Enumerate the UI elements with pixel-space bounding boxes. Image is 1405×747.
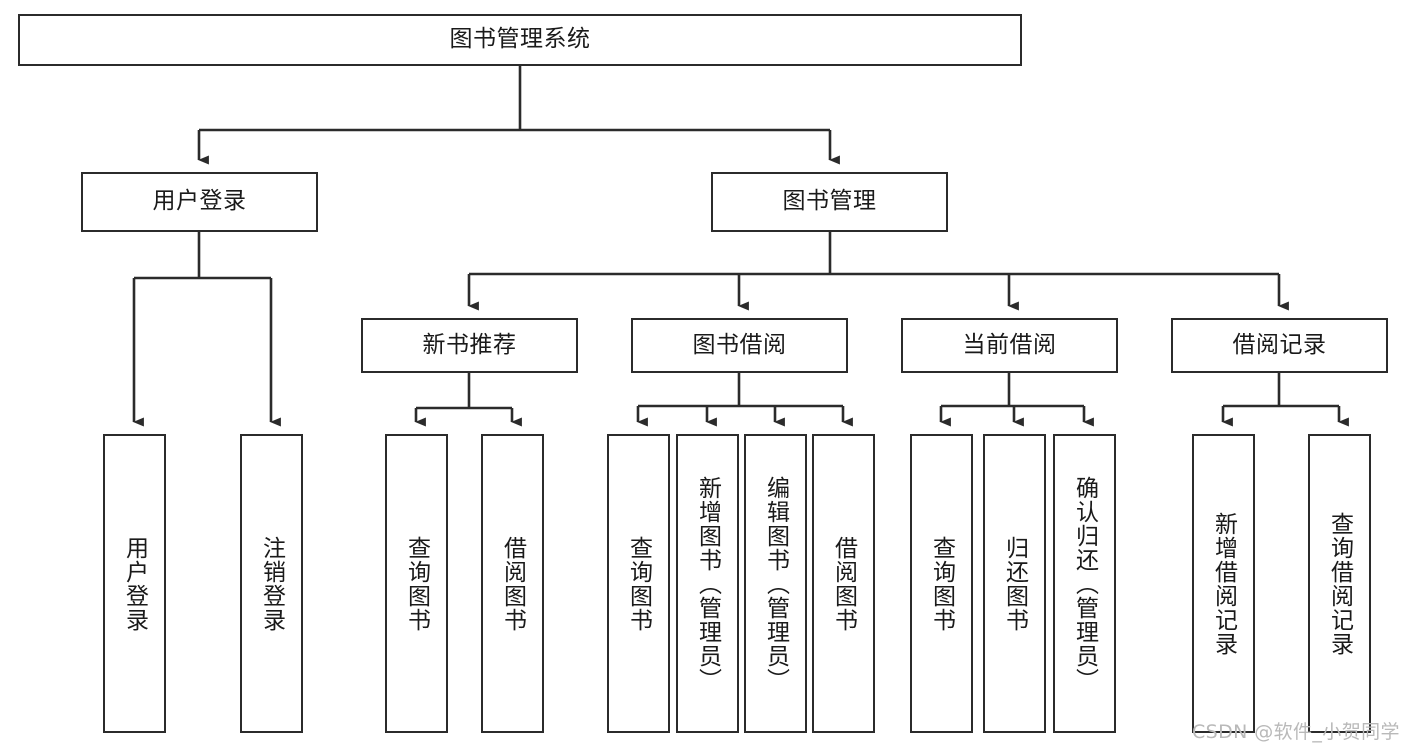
leaf-query-book-current-label: 查询图书 [928,535,955,632]
node-user-login-label: 用户登录 [152,188,247,215]
leaf-query-book-recommend[interactable]: 查询图书 [385,434,448,733]
leaf-query-book-current[interactable]: 查询图书 [910,434,973,733]
leaf-borrow-book[interactable]: 借阅图书 [812,434,875,733]
node-book-manage-label: 图书管理 [782,188,877,215]
node-book-manage[interactable]: 图书管理 [711,172,948,232]
leaf-borrow-book-label: 借阅图书 [830,535,857,632]
leaf-query-borrow-record[interactable]: 查询借阅记录 [1308,434,1371,733]
node-book-borrow[interactable]: 图书借阅 [631,318,848,373]
leaf-query-book-borrow[interactable]: 查询图书 [607,434,670,733]
node-current-borrow[interactable]: 当前借阅 [901,318,1118,373]
node-borrow-record-label: 借阅记录 [1232,331,1327,358]
leaf-add-book-admin-label: 新增图书（管理员） [694,475,721,692]
leaf-return-book[interactable]: 归还图书 [983,434,1046,733]
leaf-edit-book-admin[interactable]: 编辑图书（管理员） [744,434,807,733]
leaf-query-book-borrow-label: 查询图书 [625,535,652,632]
leaf-query-book-recommend-label: 查询图书 [403,535,430,632]
node-user-login[interactable]: 用户登录 [81,172,318,232]
leaf-user-login[interactable]: 用户登录 [103,434,166,733]
node-new-book-recommend[interactable]: 新书推荐 [361,318,578,373]
node-borrow-record[interactable]: 借阅记录 [1171,318,1388,373]
leaf-logout[interactable]: 注销登录 [240,434,303,733]
node-new-book-recommend-label: 新书推荐 [422,331,517,358]
leaf-add-book-admin[interactable]: 新增图书（管理员） [676,434,739,733]
leaf-user-login-label: 用户登录 [121,535,148,632]
leaf-confirm-return-admin-label: 确认归还（管理员） [1071,475,1098,692]
node-current-borrow-label: 当前借阅 [962,331,1057,358]
node-root[interactable]: 图书管理系统 [18,14,1022,66]
node-book-borrow-label: 图书借阅 [692,331,787,358]
leaf-confirm-return-admin[interactable]: 确认归还（管理员） [1053,434,1116,733]
leaf-logout-label: 注销登录 [258,535,285,632]
leaf-borrow-book-recommend-label: 借阅图书 [499,535,526,632]
leaf-add-borrow-record-label: 新增借阅记录 [1210,511,1237,656]
leaf-query-borrow-record-label: 查询借阅记录 [1326,511,1353,656]
leaf-return-book-label: 归还图书 [1001,535,1028,632]
csdn-watermark: CSDN @软件_小贺同学 [1192,721,1400,743]
leaf-edit-book-admin-label: 编辑图书（管理员） [762,475,789,692]
leaf-borrow-book-recommend[interactable]: 借阅图书 [481,434,544,733]
node-root-label: 图书管理系统 [449,26,591,53]
leaf-add-borrow-record[interactable]: 新增借阅记录 [1192,434,1255,733]
